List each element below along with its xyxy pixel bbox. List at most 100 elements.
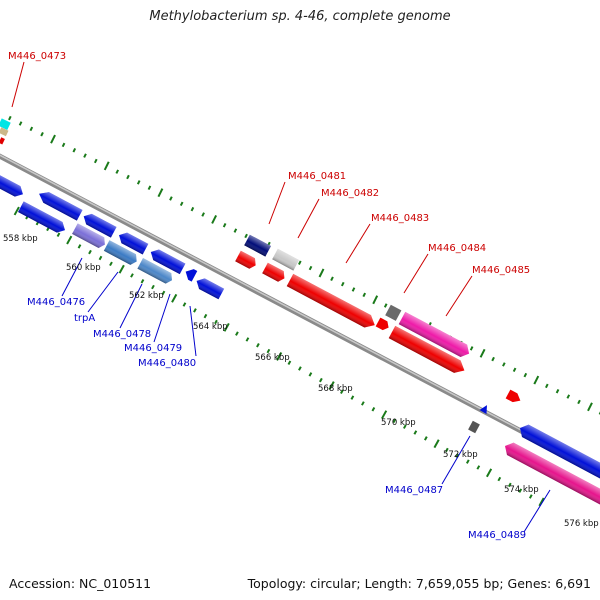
gene-label: M446_0476 [27,297,85,308]
gene-m446-0482b [262,262,285,282]
gene-label: M446_0484 [428,243,486,254]
tick [77,244,82,249]
gene-m446-0479b [137,258,173,284]
major-tick [318,268,325,278]
tick [577,399,581,405]
tick [40,131,44,137]
tick [555,388,560,394]
leader-lines [11,61,551,533]
gene-m446-0473-red [0,137,5,145]
tick [469,346,474,351]
gene-m446-0480 [196,278,225,300]
major-tick [223,322,230,332]
gene-label: M446_0483 [371,213,429,224]
major-tick [433,439,440,449]
tick [497,476,502,482]
gene-m446-0483b [375,317,389,331]
major-tick [533,375,540,385]
tick [190,206,195,212]
gene-m446-0482 [272,248,300,271]
tick [222,222,227,228]
tick [169,196,173,201]
reverse-strand-genes-right [468,405,600,509]
tick [61,142,66,148]
kbp-label: 564 kbp [193,322,228,332]
gene-label: M446_0489 [468,530,526,541]
gene-m446-0476 [18,201,66,233]
tick [136,180,141,185]
gene-trpb [72,223,105,248]
forward-strand-genes [0,118,521,403]
tick [392,418,397,424]
gene-m446-0485b [388,325,465,373]
tick [244,233,248,239]
gene-m446-0487 [468,420,480,434]
tick [256,343,260,348]
gene-m446-0486f [505,389,521,403]
tick [193,308,197,313]
gene-label: M446_0473 [8,51,66,62]
gene-label: M446_0485 [472,265,530,276]
tick [507,482,512,488]
gene-trpa [83,213,117,238]
gene-m446-0483 [286,273,375,328]
gene-m446-0480a [185,269,198,282]
tick [465,459,470,464]
tick [523,372,528,378]
tick [371,407,376,412]
tick [444,447,449,453]
major-tick [486,468,493,478]
tick [545,383,549,389]
tick [245,337,250,342]
tick [203,313,208,319]
kbp-label: 560 kbp [66,263,101,273]
reverse-strand-genes [0,172,225,300]
tick [140,279,145,284]
tick [298,366,302,371]
major-tick [328,381,335,390]
major-tick [479,348,486,358]
gene-m446-0478 [119,232,149,255]
tick [308,265,313,271]
major-tick [587,402,593,412]
tick [83,153,87,158]
gene-m446-0488 [520,424,600,491]
tick [298,260,302,265]
gene-m446-0473-tan [0,127,9,137]
tick [93,158,98,164]
gene-label: M446_0478 [93,329,151,340]
major-tick [157,188,164,198]
tick [72,148,77,153]
tick [88,249,92,255]
gene-label: M446_0480 [138,358,196,369]
tick [266,348,271,354]
kbp-label: 562 kbp [129,291,164,301]
tick [308,372,313,377]
tick [351,287,356,292]
accession-label: Accession: NC_010511 [9,576,152,591]
tick [109,261,113,267]
tick [340,389,344,395]
major-tick [211,214,218,224]
gene-m446-0478b [103,240,137,265]
kbp-label: 576 kbp [564,519,599,529]
tick [115,169,120,174]
tick [130,273,134,278]
tick [151,284,155,290]
gene-m446-0485 [398,311,470,358]
tick [214,319,218,325]
gene-m446-0479 [150,249,186,275]
tick [18,121,23,126]
genome-stats-label: Topology: circular; Length: 7,659,055 bp… [247,576,591,591]
tick [413,430,418,435]
tick [233,228,238,233]
tick [403,424,407,429]
major-tick [381,410,388,420]
genome-backbone [0,153,600,476]
tick [518,488,523,493]
major-tick [372,295,379,305]
tick [476,465,481,470]
tick [8,115,12,121]
tick [424,436,428,441]
kbp-label: 568 kbp [318,384,353,394]
